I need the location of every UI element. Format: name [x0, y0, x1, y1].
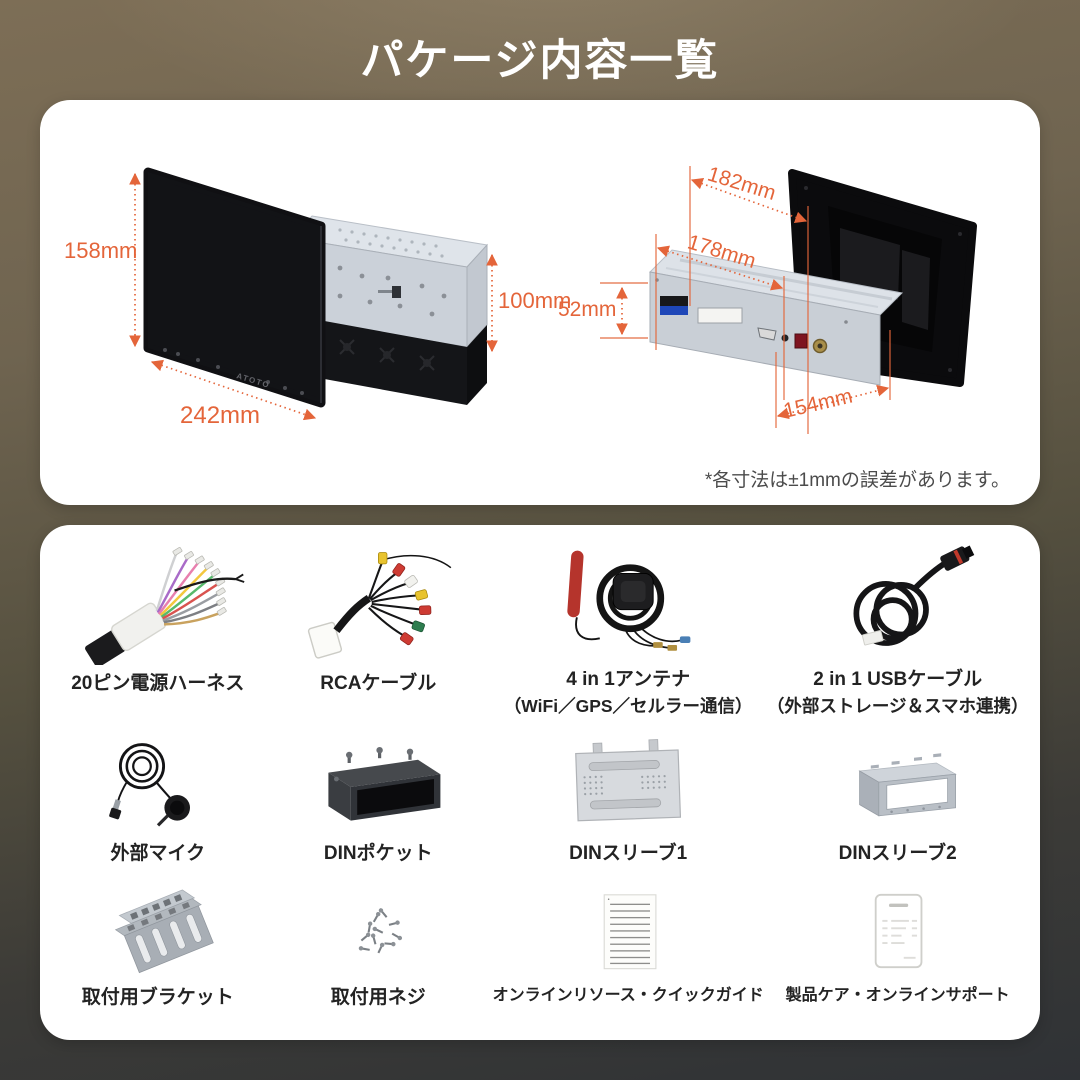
package-item-power-harness: 20ピン電源ハーネス	[50, 541, 266, 731]
dimensions-card: ATOTO	[40, 100, 1040, 505]
package-item-label: DINスリーブ1	[569, 843, 688, 864]
dim-line-182	[690, 178, 808, 223]
package-item-label: DINスリーブ2	[838, 843, 957, 864]
dim-label-front-width: 242mm	[180, 402, 261, 429]
package-item-din-pocket: DINポケット	[266, 731, 491, 883]
package-item-usb-cable: 2 in 1 USBケーブル （外部ストレージ＆スマホ連携）	[765, 541, 1030, 731]
din-sleeve-2-image	[765, 731, 1030, 835]
package-item-sublabel: （WiFi／GPS／セルラー通信）	[503, 695, 753, 716]
support-card-image	[765, 883, 1030, 979]
front-view-unit: ATOTO	[129, 167, 498, 421]
package-items-card: 20ピン電源ハーネス	[40, 525, 1040, 1040]
package-item-label: 20ピン電源ハーネス	[71, 673, 245, 694]
package-item-screws: 取付用ネジ	[266, 883, 491, 1031]
package-item-label: RCAケーブル	[320, 673, 437, 694]
power-harness-image	[50, 541, 266, 665]
bracket-image	[50, 883, 266, 979]
package-item-bracket: 取付用ブラケット	[50, 883, 266, 1031]
package-item-microphone: 外部マイク	[50, 731, 266, 883]
package-item-label: 取付用ブラケット	[81, 987, 234, 1008]
package-item-din-sleeve-1: DINスリーブ1	[491, 731, 765, 883]
package-item-support-card: 製品ケア・オンラインサポート	[765, 883, 1030, 1031]
device-dimension-illustration: ATOTO	[129, 166, 977, 434]
quick-guide-image	[491, 883, 765, 979]
microphone-image	[50, 731, 266, 835]
package-item-label: DINポケット	[323, 843, 433, 864]
package-item-label: 製品ケア・オンラインサポート	[785, 987, 1010, 1004]
package-items-grid: 20ピン電源ハーネス	[50, 541, 1030, 1033]
package-item-sublabel: （外部ストレージ＆スマホ連携）	[766, 695, 1029, 716]
package-item-label: 外部マイク	[110, 843, 206, 864]
page-title: パケージ内容一覧	[360, 37, 720, 85]
package-item-quick-guide: オンラインリソース・クイックガイド	[491, 883, 765, 1031]
dim-label-rear-body-height: 52mm	[558, 298, 617, 321]
package-item-label: オンラインリソース・クイックガイド	[492, 987, 764, 1004]
package-item-din-sleeve-2: DINスリーブ2	[765, 731, 1030, 883]
package-item-label: 4 in 1アンテナ	[566, 669, 691, 690]
usb-cable-image	[765, 541, 1030, 665]
dim-label-front-height: 158mm	[64, 238, 138, 263]
package-item-antenna: 4 in 1アンテナ （WiFi／GPS／セルラー通信）	[491, 541, 765, 731]
din-sleeve-1-image	[491, 731, 765, 835]
package-item-label: 2 in 1 USBケーブル	[813, 669, 983, 690]
antenna-image	[491, 541, 765, 665]
package-item-label: 取付用ネジ	[330, 987, 426, 1008]
dim-line-178	[656, 245, 784, 291]
din-pocket-image	[266, 731, 491, 835]
screws-image	[266, 883, 491, 979]
rca-cable-image	[266, 541, 491, 665]
dim-label-front-body-height: 100mm	[498, 288, 572, 313]
tolerance-note: *各寸法は±1mmの誤差があります。	[704, 470, 1010, 491]
rear-view-unit	[600, 166, 977, 434]
package-item-rca-cable: RCAケーブル	[266, 541, 491, 731]
dim-line-242	[150, 359, 317, 421]
